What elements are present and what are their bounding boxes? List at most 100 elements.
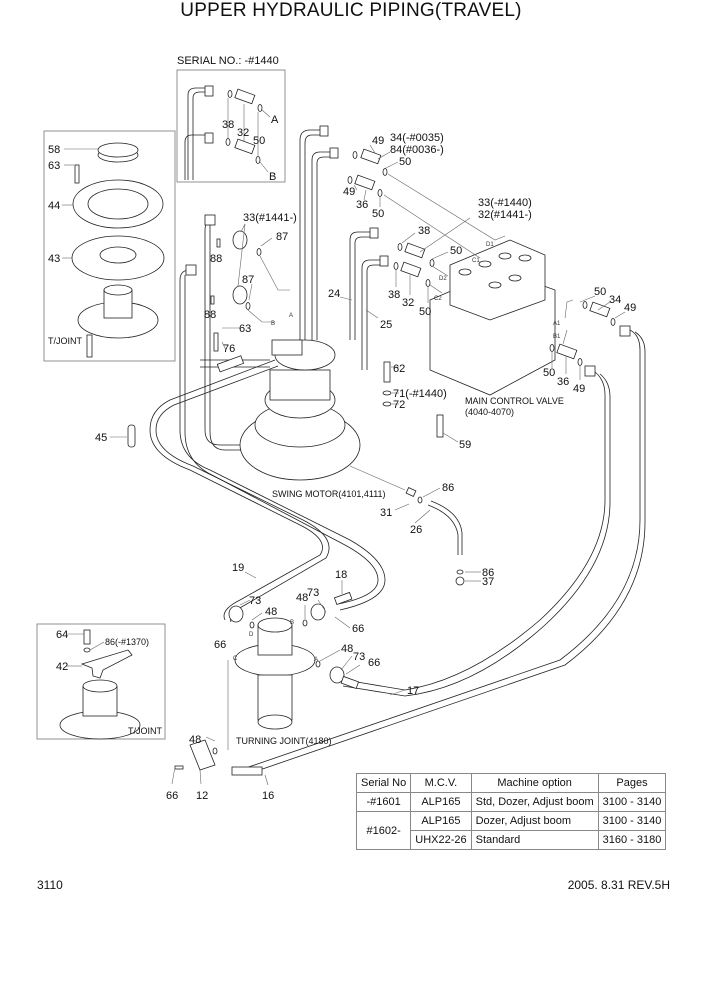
callout-48: 48 [296,592,308,604]
band-76 [216,355,245,373]
callout-49: 49 [372,135,384,147]
turning-joint-caption: TURNING JOINT(4180) [236,736,332,746]
callout-87: 87 [276,231,288,243]
cell-pages: 3100 - 3140 [597,792,667,812]
inset-label-b: B [269,171,276,183]
inset-hose-b [184,134,205,180]
inset-hose-a [187,87,205,180]
cell-mcv: ALP165 [410,811,472,831]
callout-87: 87 [242,274,254,286]
inset-oring-50b [255,156,261,164]
tjoint-bolt [86,334,93,358]
callout-38: 38 [388,289,400,301]
tj-port-b: B [290,620,294,626]
inset-adapter-32b [234,138,256,155]
callout-86: 86 [482,567,494,579]
cell-mcv: UHX22-26 [410,830,472,850]
hose-16-end [231,766,263,776]
callout-33: 33(#1441-) [243,212,297,224]
oring-86b [456,569,464,575]
port-d2: D2 [439,276,447,282]
callout-26: 26 [410,524,422,536]
table-row: UHX22-26 Standard 3160 - 3180 [357,830,667,850]
washer-71 [382,390,392,396]
callout-25: 25 [380,319,392,331]
callout-49: 49 [573,383,585,395]
cell-pages: 3160 - 3180 [597,830,667,850]
inset-adapter-32a [234,88,256,105]
tjoint-top-frame [43,130,176,362]
tjoint-bottom-caption: T/JOINT [128,726,162,736]
callout-48: 48 [265,606,277,618]
callout-12: 12 [196,790,208,802]
swing-motor-caption: SWING MOTOR(4101,4111) [272,489,386,499]
bolt-64 [83,629,91,645]
hose-17-end [340,675,360,690]
hose-end-88b [185,264,197,276]
inset-label-38: 38 [222,119,234,131]
callout-17: 17 [407,685,419,697]
callout-33: 33(-#1440) [478,197,532,209]
port-a1: A1 [553,321,561,327]
table-row: -#1601 ALP165 Std, Dozer, Adjust boom 31… [355,792,667,812]
bolt-62 [383,361,391,383]
oring-86a [417,496,423,504]
callout-66: 66 [368,657,380,669]
callout-32: 32(#1441-) [478,209,532,221]
callout-62: 62 [393,363,405,375]
callout-88: 88 [204,309,216,321]
callout-50: 50 [450,245,462,257]
callout-37: 37 [482,576,494,588]
callout-32: 32 [402,297,414,309]
callout-72: 72 [393,399,405,411]
table-row: #1602- ALP165 Dozer, Adjust boom 3100 - … [355,811,667,850]
callout-38: 38 [418,225,430,237]
callout-49: 49 [624,302,636,314]
inset-label-50: 50 [253,135,265,147]
tjoint-top [103,284,133,296]
callout-50: 50 [419,306,431,318]
callout-34: 34(-#0035) [390,132,444,144]
plate-43-ring [99,246,137,264]
callout-86: 86 [442,482,454,494]
clamp-58-top [97,142,139,158]
callout-71: 71(-#1440) [393,388,447,400]
inset-fitting-a [204,85,214,97]
inset-oring-38a [227,90,233,98]
drain-hose [349,465,465,586]
tjoint-top-caption: T/JOINT [48,336,82,346]
serial-inset: 38 32 50 A B [176,69,286,183]
right-hoses [239,299,646,776]
callout-48: 48 [341,643,353,655]
pin-45 [127,424,136,448]
page-number: 3110 [37,878,63,892]
cell-serial: -#1601 [355,792,412,812]
port-b1: B1 [553,334,561,340]
inset-fitting-b [204,132,214,144]
cell-option: Standard [470,830,599,850]
label-42: 42 [56,661,68,673]
label-64: 64 [56,629,68,641]
hose-18-end [333,591,353,606]
callout-84: 84(#0036-) [390,144,444,156]
upper-hoses [299,125,435,370]
cell-mcv: ALP165 [410,792,472,812]
port-b: B [271,321,275,327]
tj-port-c: C [233,656,238,662]
callout-45: 45 [95,432,107,444]
inset-oring-38b [225,138,231,146]
label-58: 58 [48,144,60,156]
tjoint-bottom-top [82,679,118,693]
callout-66: 66 [214,639,226,651]
cell-option: Dozer, Adjust boom [470,811,599,831]
bolt-63 [74,164,80,184]
callout-16: 16 [262,790,274,802]
tjoint-top-inset: 58 63 44 43 T/JOINT [43,130,176,362]
callout-59: 59 [459,439,471,451]
inset-hose-a-inner [192,91,205,180]
callout-50: 50 [399,156,411,168]
port-c2: C2 [434,296,442,302]
callout-50: 50 [594,286,606,298]
callout-50: 50 [372,208,384,220]
bolt-63-main [213,332,219,352]
